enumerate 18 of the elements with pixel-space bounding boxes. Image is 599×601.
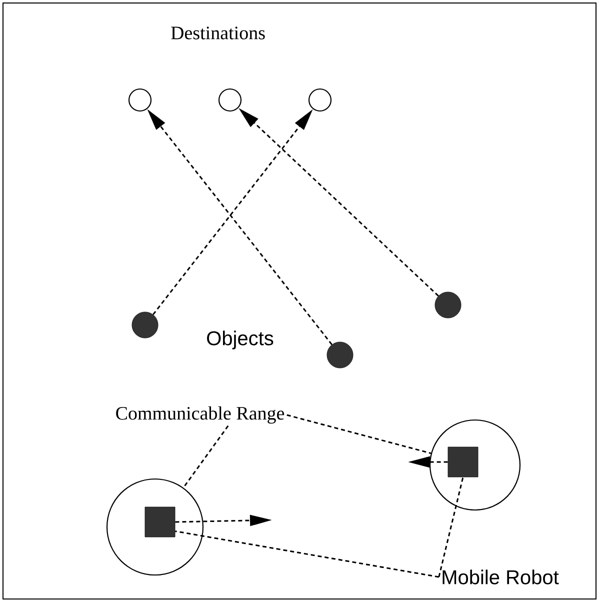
leader-line (438, 477, 464, 578)
object-dot (326, 342, 354, 368)
range-circle (429, 419, 521, 511)
leader-line (182, 425, 229, 488)
leader-line (175, 530, 440, 578)
robot-square (448, 446, 478, 478)
destination-circle (218, 88, 242, 112)
object-dot (132, 312, 158, 338)
robot-square (144, 506, 176, 538)
destination-circle (308, 88, 332, 112)
label-text: Objects (207, 330, 274, 350)
callout-text: Communicable Range (116, 406, 284, 424)
leader-line (286, 414, 432, 454)
destination-circle (128, 88, 152, 112)
object-dot (434, 292, 462, 318)
range-circle (106, 478, 204, 576)
callout-text: Mobile Robot (442, 570, 559, 584)
label-text: Destinations (171, 26, 265, 40)
